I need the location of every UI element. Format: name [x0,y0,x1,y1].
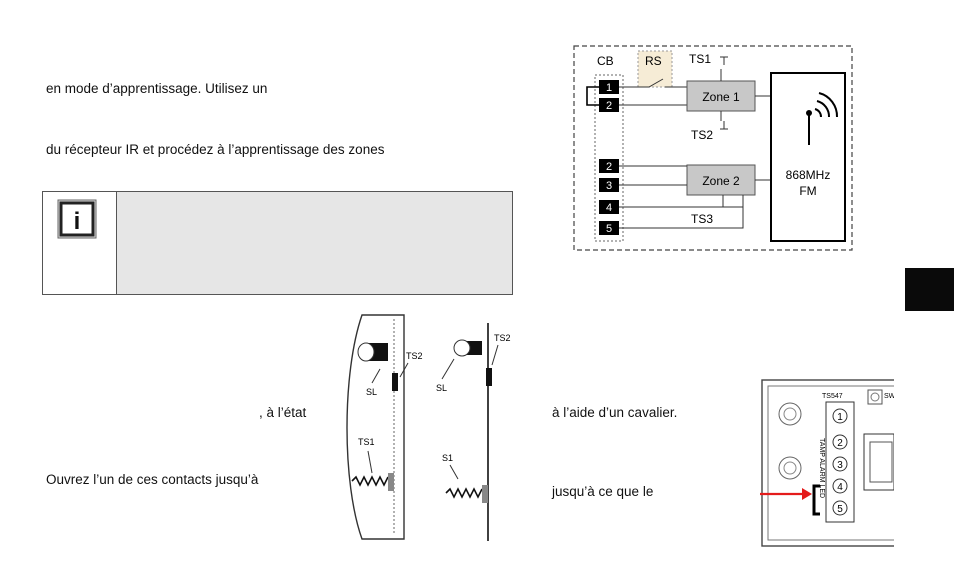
red-arrow-head [802,488,812,500]
info-icon-cell: i [43,192,117,294]
led-left [357,342,375,362]
sl-pointer-a [371,368,381,384]
screw-1-label: 1 [837,412,843,423]
mount-hole-mid-inner [783,461,797,475]
screw-4-label: 4 [837,482,843,493]
sl-label-b: SL [436,383,447,393]
terminal-b4 [599,200,619,214]
info-icon-glyph: i [74,208,81,235]
ts2-switch [720,121,728,130]
text-line-2: du récepteur IR et procédez à l’apprenti… [46,142,385,157]
plunger-right [482,485,488,503]
terminal-b5-label: 5 [606,223,612,235]
plunger-left [388,473,394,491]
rs-label: RS [645,54,662,68]
ts3-label: TS3 [691,212,713,226]
text-line-4: Ouvrez l’un de ces contacts jusqu’à [46,472,259,487]
antenna-tip [806,110,812,116]
diagram-frame [573,45,853,251]
terminal-b5 [599,221,619,235]
connector [863,433,894,491]
screw-2 [832,434,848,450]
switch-right [486,368,492,386]
freq-label: 868MHz [786,168,831,182]
ts1-switch [720,56,728,65]
ts2-pointer-b [491,344,499,366]
rs-box [637,50,673,88]
jumper-loop [586,86,599,106]
wiring-diagram: CB RS TS1 1 2 Zone 1 TS2 2 3 4 5 Zone 2 … [573,45,853,251]
mod-label: FM [799,184,816,198]
mount-hole-mid [778,456,802,480]
terminal-diagram: TS547 SW TAMP ALARM LED 1 2 3 4 5 [760,379,894,547]
text-line-1: en mode d’apprentissage. Utilisez un [46,81,268,96]
led-right [453,339,471,357]
terminal-2 [599,98,619,112]
terminal-b3 [599,178,619,192]
text-line-5: à l’aide d’un cavalier. [552,405,678,420]
ts2-label-a: TS2 [406,351,423,361]
terminal-b2 [599,159,619,173]
terminal-b3-label: 3 [606,180,612,192]
cb-column [594,74,624,242]
screw-3-label: 3 [837,460,843,471]
spring-left [351,475,389,487]
rs-contact [619,78,687,88]
sensor-diagram: TS2 SL TS1 TS2 SL S1 [346,314,511,541]
zone1-label: Zone 1 [702,90,740,104]
screw-4 [832,478,848,494]
screw-2-label: 2 [837,438,843,449]
spring-right [445,487,483,499]
zone2-label: Zone 2 [702,174,740,188]
switch-left [392,373,398,391]
mount-hole-top [778,402,802,426]
terminal-1-label: 1 [606,82,612,94]
jumper [812,484,820,516]
ts1-label: TS1 [689,52,711,66]
zone2-box [686,164,756,196]
switch-sw-knob [870,392,880,402]
section-tab [905,268,954,311]
connector-inner [869,441,893,483]
screw-3 [832,456,848,472]
screw-5 [832,500,848,516]
sl-label-a: SL [366,387,377,397]
sw-label: SW [884,393,894,400]
terminal-2-label: 2 [606,100,612,112]
ts1-label: TS1 [358,437,375,447]
terminal-b4-label: 4 [606,202,612,214]
info-icon: i [57,199,97,239]
switch-sw [867,389,883,405]
transmitter-box [770,72,846,242]
board-inner [767,385,894,541]
screw-5-label: 5 [837,504,843,515]
ts2-pointer-a [399,362,409,378]
screw-1 [832,408,848,424]
radio-waves-icon [814,92,839,118]
s1-label: S1 [442,453,453,463]
ts1-pointer [367,450,373,474]
text-line-6: jusqu’à ce que le [552,484,654,499]
sl-pointer-b [441,358,455,380]
info-box: i [42,191,513,295]
s1-pointer [449,464,459,480]
ts2-label: TS2 [691,128,713,142]
text-line-3: , à l’état [259,405,307,420]
side-label: TAMP ALARM LED [818,438,825,498]
info-box-content [117,192,512,294]
terminal-1 [599,80,619,94]
mount-hole-top-inner [783,407,797,421]
header-label: TS547 [822,393,843,400]
terminal-b2-label: 2 [606,161,612,173]
ts2-label-b: TS2 [494,333,511,343]
ts3-wires [619,195,744,229]
cb-label: CB [597,54,614,68]
zone2-wires [619,165,687,186]
